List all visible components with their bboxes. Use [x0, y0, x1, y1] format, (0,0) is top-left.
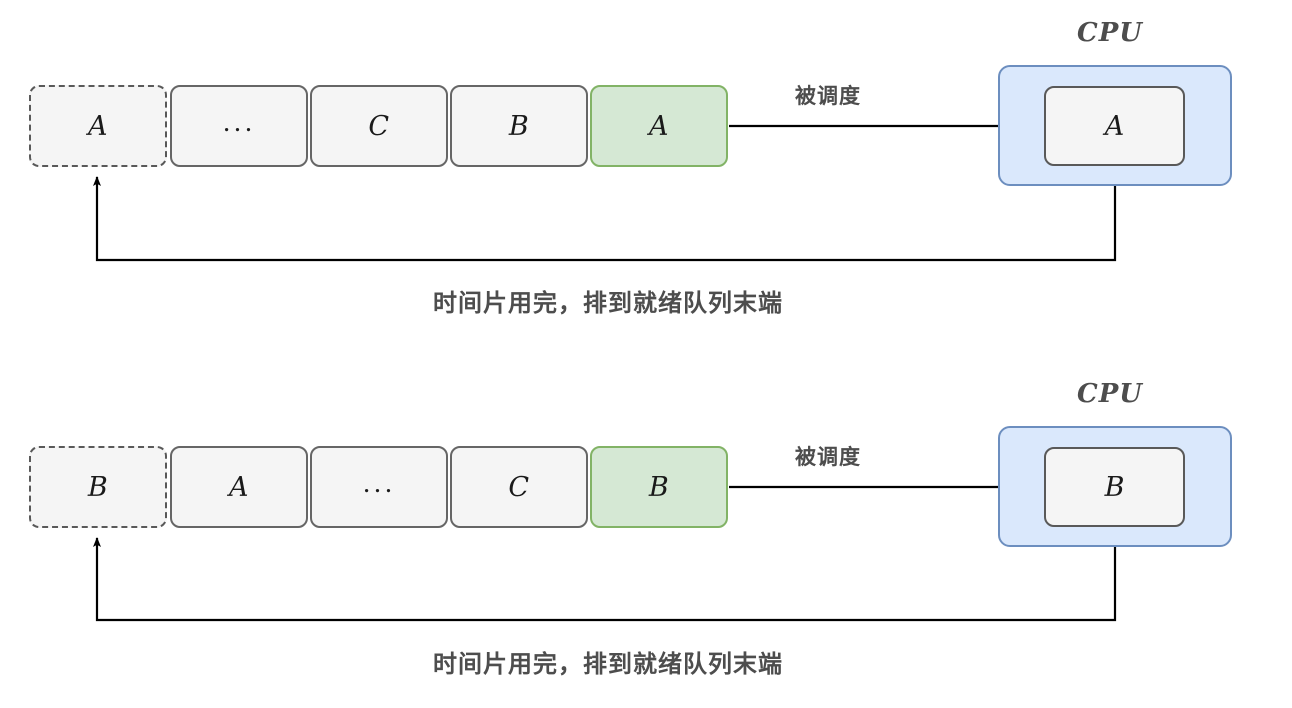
return-caption: 时间片用完，排到就绪队列末端 [433, 290, 783, 317]
queue-cell[interactable]: C [310, 85, 448, 167]
cpu-title: CPU [1077, 379, 1143, 409]
cpu-title: CPU [1077, 18, 1143, 48]
queue-cell-active[interactable]: B [590, 446, 728, 528]
queue-cell[interactable]: C [450, 446, 588, 528]
queue-cell-tail-slot[interactable]: B [29, 446, 167, 528]
cpu-running-process[interactable]: B [1044, 447, 1185, 527]
queue-cell[interactable]: ... [310, 446, 448, 528]
queue-cell-active[interactable]: A [590, 85, 728, 167]
queue-cell-tail-slot[interactable]: A [29, 85, 167, 167]
cpu-running-process[interactable]: A [1044, 86, 1185, 166]
return-arrow-row-1 [93, 167, 1117, 262]
return-caption: 时间片用完，排到就绪队列末端 [433, 651, 783, 678]
queue-cell[interactable]: B [450, 85, 588, 167]
schedule-label: 被调度 [795, 446, 861, 469]
queue-cell[interactable]: ... [170, 85, 308, 167]
queue-cell[interactable]: A [170, 446, 308, 528]
schedule-label: 被调度 [795, 85, 861, 108]
return-arrow-row-2 [93, 528, 1117, 622]
